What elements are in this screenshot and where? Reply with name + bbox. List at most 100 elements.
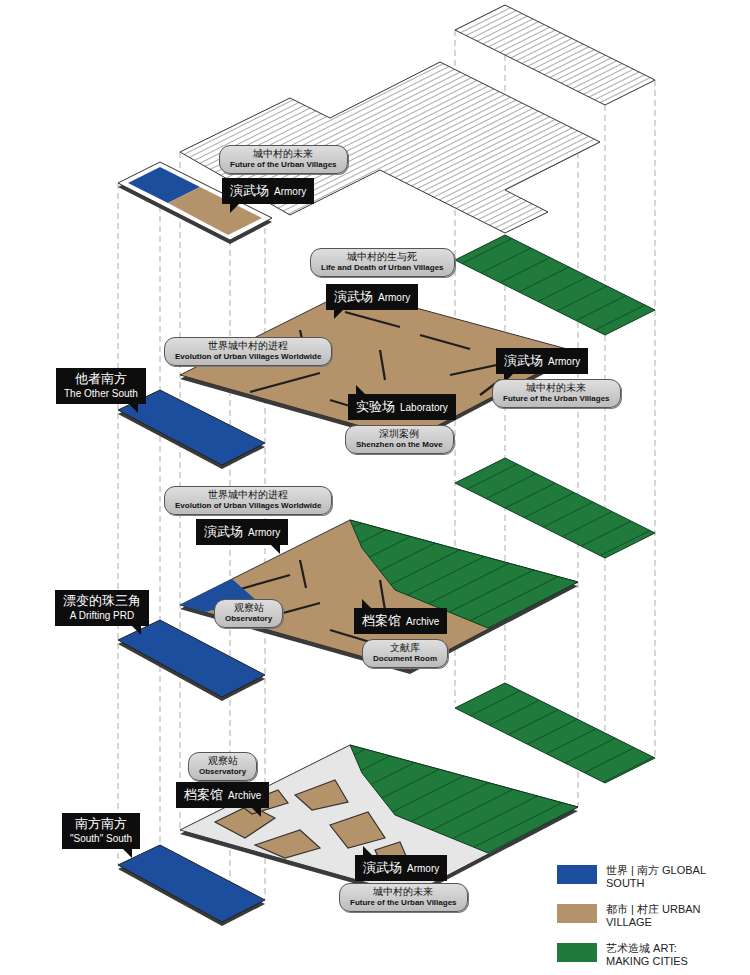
callout-tag: 档案馆 Archive <box>354 608 447 634</box>
callout-pointer <box>129 404 138 413</box>
label-zh: 世界城中村的进程 <box>175 340 321 352</box>
callout-tag: 漂变的珠三角A Drifting PRD <box>55 590 149 626</box>
label-zh: 档案馆 <box>184 787 223 802</box>
label-en: Armory <box>548 356 580 367</box>
projection-line <box>655 80 656 758</box>
label-en: Observatory <box>199 767 246 777</box>
label-en: Life and Death of Urban Villages <box>321 263 444 273</box>
label-zh: 漂变的珠三角 <box>63 593 141 609</box>
art-strip <box>455 235 655 335</box>
callout-pill: 深圳案例Shenzhen on the Move <box>345 425 454 454</box>
label-en: Shenzhen on the Move <box>356 440 443 450</box>
callout-pointer <box>334 310 343 319</box>
wall <box>380 350 385 380</box>
label-zh: 他者南方 <box>64 371 138 387</box>
callout-tag: 演武场Armory <box>355 855 447 881</box>
label-en: Archive <box>406 616 439 627</box>
label-zh: 档案馆 <box>362 613 401 628</box>
label-en: Future of the Urban Villages <box>230 160 337 170</box>
label-en: Laboratory <box>400 402 448 413</box>
label-en: "South" South <box>70 832 132 845</box>
callout-pill: 城中村的未来Future of the Urban Villages <box>339 883 468 912</box>
label-en: Future of the Urban Villages <box>503 394 610 404</box>
projection-line <box>605 105 606 782</box>
label-en: Future of the Urban Villages <box>350 898 457 908</box>
legend-label: 世界 | 南方 GLOBAL SOUTH <box>606 864 706 890</box>
callout-pill: 世界城中村的进程Evolution of Urban Villages Worl… <box>164 486 332 515</box>
room <box>295 780 348 810</box>
callout-pointer <box>363 846 372 855</box>
floor-plate <box>180 745 578 895</box>
art-strip <box>455 683 655 783</box>
wall <box>300 560 306 588</box>
legend-swatch <box>557 943 597 962</box>
callout-pointer <box>252 808 261 817</box>
label-zh: 演武场 <box>204 524 243 539</box>
label-zh: 城中村的未来 <box>350 886 457 898</box>
label-zh: 城中村的未来 <box>503 382 610 394</box>
label-en: Armory <box>274 186 306 197</box>
callout-tag: 演武场 Armory <box>196 519 288 545</box>
callout-tag: 演武场Armory <box>326 284 418 310</box>
callout-pill: 城中村的未来Future of the Urban Villages <box>492 379 621 408</box>
callout-pointer <box>271 545 280 554</box>
callout-tag: 实验场 Laboratory <box>348 394 456 420</box>
label-zh: 观察站 <box>199 755 246 767</box>
label-zh: 文献库 <box>373 642 437 654</box>
legend-label: 都市 | 村庄 URBAN VILLAGE <box>606 903 706 929</box>
global-south-strip <box>118 620 265 697</box>
legend-swatch <box>557 865 597 884</box>
projection-line <box>160 166 161 845</box>
callout-tag: 演武场 Armory <box>496 348 588 374</box>
wall <box>250 373 320 392</box>
callout-pointer <box>362 599 371 608</box>
label-zh: 深圳案例 <box>356 428 443 440</box>
label-zh: 演武场 <box>504 353 543 368</box>
label-en: A Drifting PRD <box>63 609 141 622</box>
callout-tag: 演武场 Armory <box>222 178 314 204</box>
callout-pointer <box>230 204 239 213</box>
room <box>255 830 320 858</box>
art-strip <box>455 458 655 558</box>
label-en: The Other South <box>64 387 138 400</box>
callout-pill: 城中村的生与死Life and Death of Urban Villages <box>310 248 455 277</box>
legend-swatch <box>557 904 597 923</box>
label-en: Observatory <box>225 614 272 624</box>
label-en: Document Room <box>373 654 437 664</box>
art-zone <box>350 745 578 853</box>
callout-tag: 南方南方"South" South <box>62 813 140 849</box>
label-zh: 实验场 <box>356 399 395 414</box>
label-en: Evolution of Urban Villages Worldwide <box>175 352 321 362</box>
label-en: Armory <box>248 527 280 538</box>
floor-plate <box>180 520 578 670</box>
callout-pill: 文献库Document Room <box>362 639 448 668</box>
wall <box>380 580 385 610</box>
label-zh: 演武场 <box>230 183 269 198</box>
callout-pointer <box>123 849 132 858</box>
callout-pill: 观察站Observatory <box>188 752 257 781</box>
callout-pointer <box>132 626 141 635</box>
callout-pointer <box>356 385 365 394</box>
projection-lines <box>118 5 655 922</box>
wall <box>345 312 400 327</box>
label-zh: 演武场 <box>363 860 402 875</box>
label-zh: 世界城中村的进程 <box>175 489 321 501</box>
wall <box>420 335 470 349</box>
callout-pill: 观察站Observatory <box>214 599 283 628</box>
label-zh: 城中村的未来 <box>230 148 337 160</box>
projection-line <box>118 183 119 865</box>
label-zh: 演武场 <box>334 289 373 304</box>
label-zh: 城中村的生与死 <box>321 251 444 263</box>
label-en: Archive <box>228 790 261 801</box>
projection-line <box>578 142 579 807</box>
callout-tag: 档案馆 Archive <box>176 782 269 808</box>
label-zh: 南方南方 <box>70 816 132 832</box>
label-zh: 观察站 <box>225 602 272 614</box>
legend-label: 艺术造城 ART: MAKING CITIES <box>606 942 706 968</box>
label-en: Evolution of Urban Villages Worldwide <box>175 501 321 511</box>
callout-pill: 世界城中村的进程Evolution of Urban Villages Worl… <box>164 337 332 366</box>
global-south-strip <box>118 845 265 922</box>
callout-pill: 城中村的未来Future of the Urban Villages <box>219 145 348 174</box>
callout-tag: 他者南方The Other South <box>56 368 146 404</box>
